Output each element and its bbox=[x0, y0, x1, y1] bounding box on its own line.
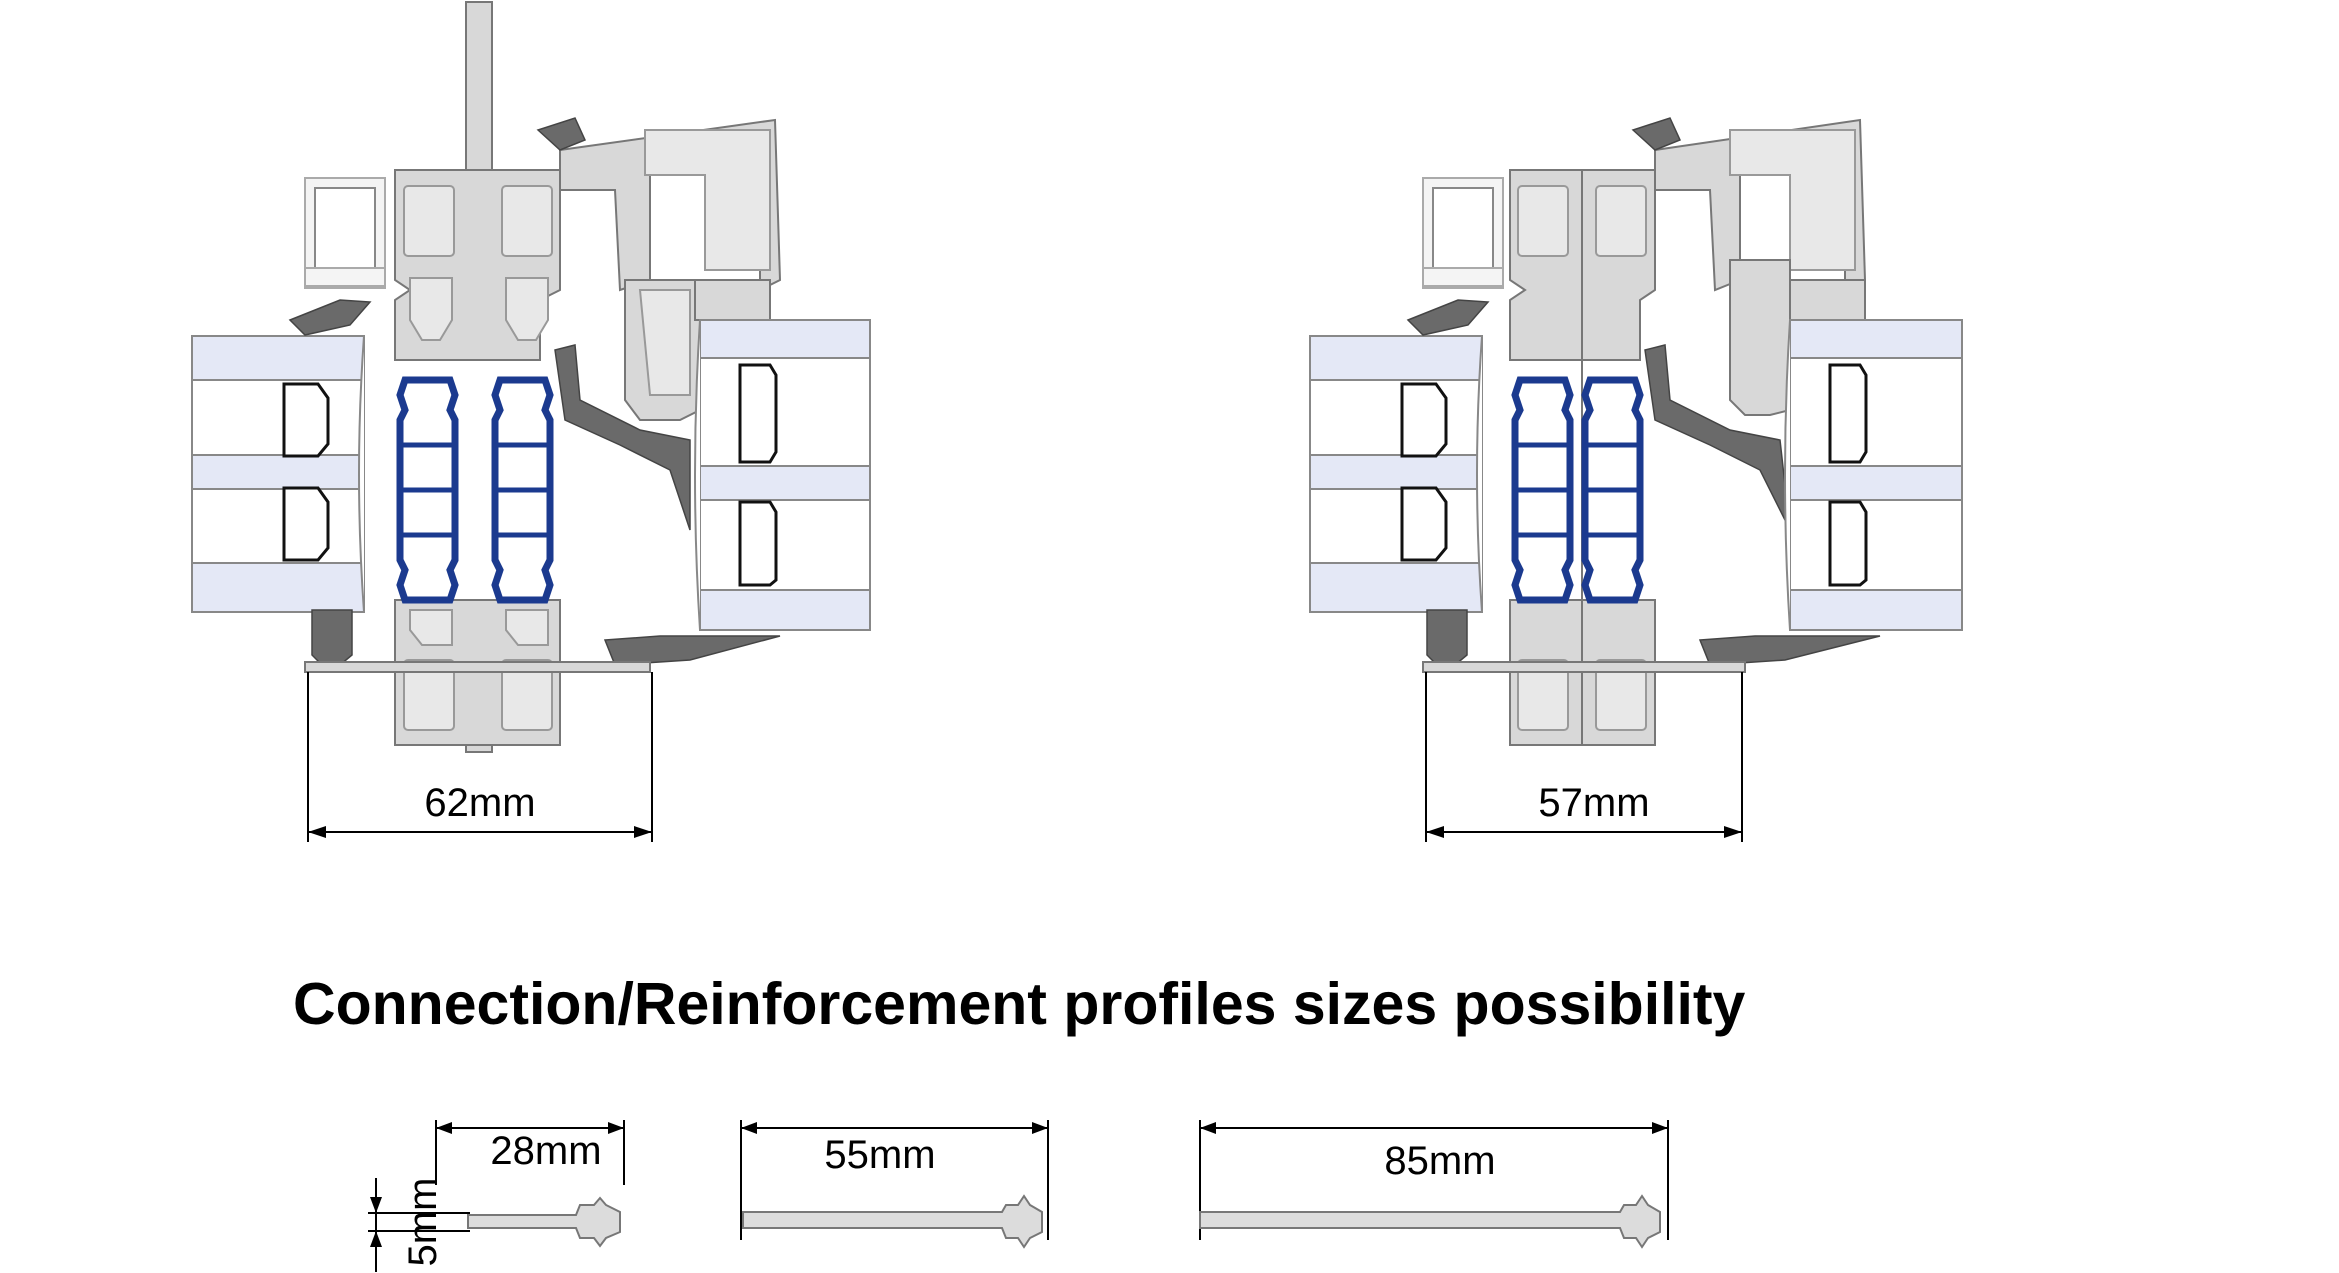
glass-unit-left bbox=[191, 335, 365, 613]
section-left: 62mm bbox=[191, 1, 871, 842]
glass-unit-right-2 bbox=[1784, 279, 1963, 631]
profile-85mm-label: 85mm bbox=[1384, 1139, 1495, 1183]
gasket-bottom-right-2 bbox=[1698, 635, 1881, 666]
profile-28mm-label: 28mm bbox=[490, 1129, 601, 1173]
headline: Connection/Reinforcement profiles sizes … bbox=[293, 971, 1746, 1037]
profile-55mm: 55mm bbox=[740, 1120, 1049, 1249]
gasket-bottom-left-2 bbox=[1426, 609, 1468, 666]
dimension-62mm: 62mm bbox=[307, 672, 653, 842]
glass-unit-right bbox=[694, 279, 871, 631]
glass-unit-left-2 bbox=[1309, 335, 1483, 613]
profile-28mm: 28mm 5mm bbox=[368, 1120, 625, 1272]
gasket-bottom-right bbox=[603, 635, 781, 666]
profile-5mm-label: 5mm bbox=[401, 1178, 445, 1267]
gasket-top-left-2 bbox=[1406, 299, 1490, 336]
base-plate-right bbox=[1422, 661, 1746, 673]
section-right: 57mm bbox=[1309, 117, 1963, 842]
dimension-57mm: 57mm bbox=[1425, 672, 1743, 842]
profile-55mm-label: 55mm bbox=[824, 1133, 935, 1177]
sash-frame-right bbox=[1631, 117, 1867, 531]
gasket-top-left bbox=[288, 299, 372, 336]
profile-85mm: 85mm bbox=[1199, 1120, 1669, 1249]
gasket-bottom-left bbox=[311, 609, 353, 666]
frame-profile-right bbox=[1509, 169, 1656, 746]
base-plate-left bbox=[304, 661, 651, 673]
dimension-label-left: 62mm bbox=[424, 781, 535, 825]
thermal-break-left bbox=[396, 376, 554, 604]
thermal-break-right bbox=[1511, 376, 1644, 604]
frame-profile-left bbox=[394, 169, 561, 746]
sash-frame-left bbox=[536, 117, 782, 531]
dimension-label-right: 57mm bbox=[1538, 781, 1649, 825]
ghost-frame bbox=[304, 177, 386, 289]
ghost-frame-right bbox=[1422, 177, 1504, 289]
